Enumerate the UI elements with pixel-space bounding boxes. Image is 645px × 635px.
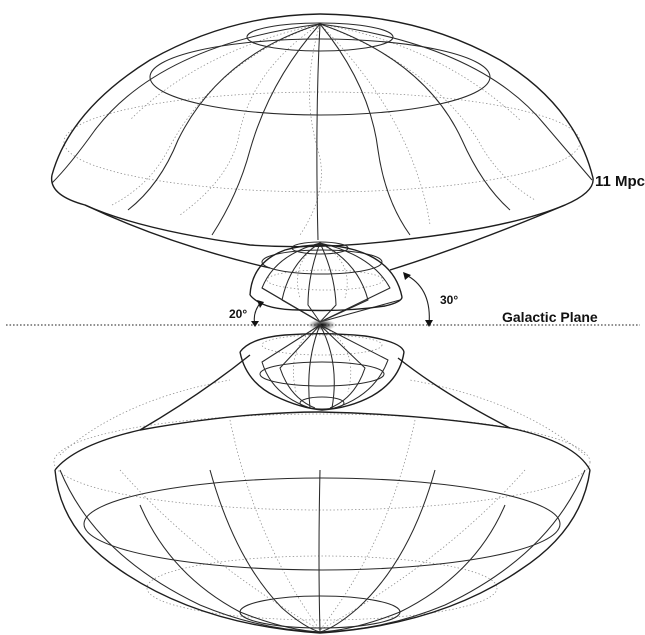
- inner-angle-label: 20°: [229, 307, 247, 321]
- upper-inner-shell: [250, 242, 402, 322]
- lower-outer-hidden-grid: [54, 380, 590, 630]
- upper-outer-shell: [52, 14, 594, 270]
- lower-inner-shell: [240, 325, 404, 410]
- outer-radius-label: 11 Mpc: [595, 173, 645, 190]
- galactic-plane-label: Galactic Plane: [502, 309, 598, 325]
- lower-inner-front-grid: [260, 325, 388, 409]
- outer-angle-marker: 30°: [403, 272, 458, 327]
- upper-outer-rim: [52, 14, 594, 270]
- lower-inner-rim: [240, 334, 404, 410]
- lower-outer-front-grid: [60, 470, 585, 632]
- upper-outer-front-grid: [52, 23, 592, 240]
- inner-angle-marker: 20°: [229, 300, 264, 327]
- outer-angle-label: 30°: [440, 293, 458, 307]
